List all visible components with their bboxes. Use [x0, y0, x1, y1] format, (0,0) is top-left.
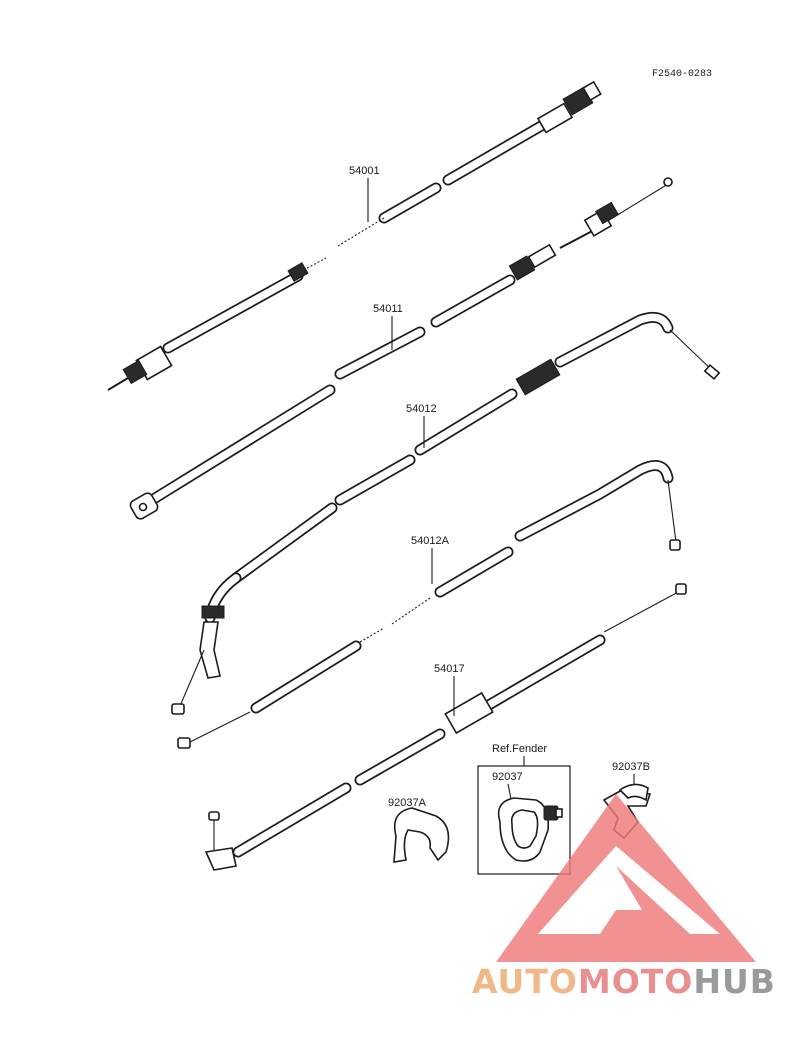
watermark-auto: AUTO [472, 962, 578, 1001]
part-label-92037: 92037 [492, 771, 523, 783]
part-label-92037b: 92037B [612, 761, 650, 773]
speedometer-cable-54001 [107, 80, 602, 391]
watermark-moto: MOTO [577, 962, 694, 1001]
part-label-54011: 54011 [373, 303, 403, 315]
clamp-92037a [393, 807, 450, 863]
part-label-54012: 54012 [406, 403, 437, 415]
cable-54011 [129, 177, 673, 520]
ref-fender-box [477, 765, 571, 875]
part-label-92037a: 92037A [388, 797, 427, 809]
figure-ref: F2540-0283 [652, 69, 712, 80]
part-label-54012a: 54012A [411, 535, 450, 547]
watermark-brand: AUTOMOTOHUB [472, 962, 776, 1001]
ref-fender-title: Ref.Fender [492, 743, 547, 755]
part-label-54017: 54017 [434, 663, 465, 675]
automotohub-logo-icon [496, 794, 756, 962]
throttle-cable-54012 [171, 311, 721, 715]
grommet-92037 [497, 797, 563, 862]
part-label-54001: 54001 [349, 165, 380, 177]
watermark-hub: HUB [693, 962, 776, 1001]
cable-54012a [177, 460, 681, 749]
cable-54017 [204, 583, 687, 871]
